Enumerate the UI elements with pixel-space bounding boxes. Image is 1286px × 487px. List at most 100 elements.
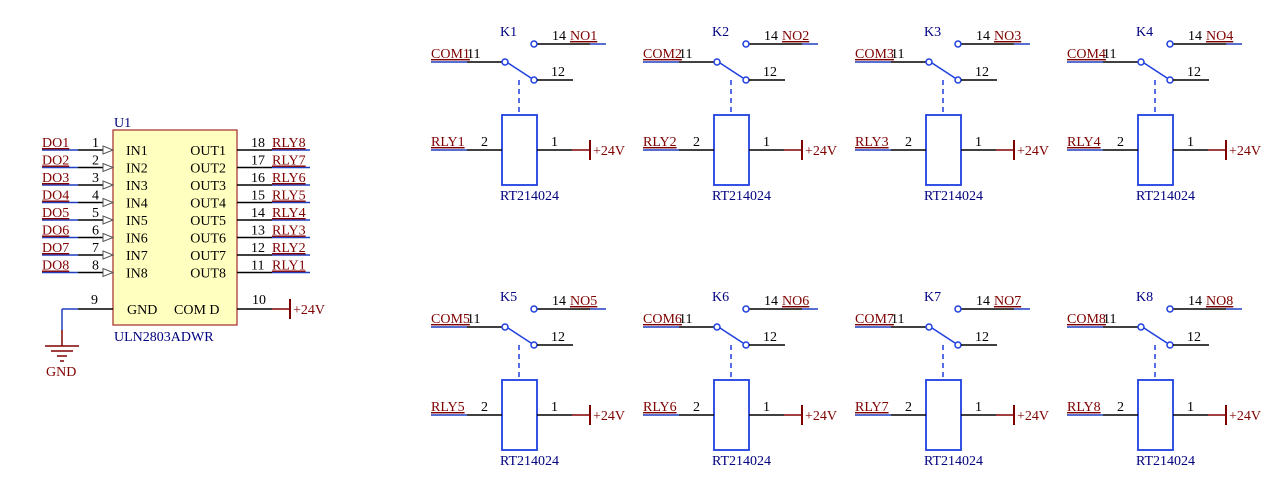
input-pin-number: 4: [92, 189, 99, 204]
com-pin-number: 11: [1103, 47, 1116, 62]
input-net-label: DO4: [42, 189, 69, 204]
input-pin-name: IN8: [126, 267, 148, 282]
switch-arm: [719, 62, 744, 79]
output-pin-name: OUT8: [190, 267, 226, 282]
nc-pin-number: 12: [551, 65, 565, 80]
input-pin-number: 2: [92, 154, 99, 169]
no-net-label: NO2: [782, 29, 809, 44]
relay-part-number: RT214024: [1136, 454, 1195, 469]
output-pin-number: 13: [251, 224, 265, 239]
relay-coil[interactable]: [713, 379, 750, 451]
input-arrow-icon: [102, 232, 115, 243]
relay-coil[interactable]: [925, 379, 962, 451]
relay-designator: K4: [1136, 25, 1153, 40]
com-net-label: COM7: [855, 312, 894, 327]
nc-pin-number: 12: [975, 65, 989, 80]
no-net-label: NO3: [994, 29, 1021, 44]
coil-pin-a-number: 2: [693, 135, 700, 150]
relay-coil[interactable]: [925, 114, 962, 186]
input-pin-name: IN6: [126, 232, 148, 247]
nc-pin-number: 12: [1187, 330, 1201, 345]
coil-pin-b-number: 1: [1187, 135, 1194, 150]
coil-net-label: RLY5: [431, 400, 465, 415]
nc-contact-icon: [742, 76, 750, 84]
output-pin-number: 14: [251, 206, 265, 221]
com-power-label: +24V: [293, 303, 325, 318]
relay-coil[interactable]: [713, 114, 750, 186]
nc-pin-number: 12: [551, 330, 565, 345]
nc-contact-icon: [742, 341, 750, 349]
power-label: +24V: [1229, 144, 1261, 159]
input-arrow-icon: [102, 267, 115, 278]
com-net-label: COM8: [1067, 312, 1106, 327]
com-contact-icon: [501, 58, 509, 66]
input-arrow-icon: [102, 215, 115, 225]
com-pin-number: 11: [891, 47, 904, 62]
power-label: +24V: [1017, 144, 1049, 159]
input-pin-number: 1: [92, 136, 99, 151]
input-pin-number: 5: [92, 206, 99, 221]
com-net-label: COM6: [643, 312, 682, 327]
input-pin-name: IN3: [126, 179, 148, 194]
coil-pin-b-number: 1: [1187, 400, 1194, 415]
no-net-label: NO8: [1206, 294, 1233, 309]
input-net-label: DO2: [42, 154, 69, 169]
nc-contact-icon: [530, 341, 538, 349]
coil-pin-b-number: 1: [975, 400, 982, 415]
input-arrow-icon: [102, 145, 115, 155]
relay-coil[interactable]: [1137, 114, 1174, 186]
output-net-label: RLY2: [272, 241, 306, 256]
com-contact-icon: [1137, 58, 1145, 66]
relay-coil[interactable]: [1137, 379, 1174, 451]
no-pin-number: 14: [552, 29, 566, 44]
relay-designator: K7: [924, 290, 941, 305]
no-net-label: NO1: [570, 29, 597, 44]
relay-coil[interactable]: [501, 379, 538, 451]
coil-pin-a-number: 2: [1117, 135, 1124, 150]
coil-pin-a-number: 2: [481, 400, 488, 415]
nc-contact-icon: [1166, 76, 1174, 84]
output-pin-number: 12: [251, 241, 265, 256]
relay-part-number: RT214024: [712, 189, 771, 204]
output-pin-number: 17: [251, 154, 265, 169]
input-pin-name: IN2: [126, 162, 148, 177]
nc-contact-icon: [954, 76, 962, 84]
coil-net-label: RLY1: [431, 135, 465, 150]
switch-arm: [507, 327, 532, 344]
com-net-label: COM1: [431, 47, 470, 62]
nc-contact-icon: [954, 341, 962, 349]
driver-ic-body[interactable]: [112, 129, 238, 326]
switch-arm: [931, 62, 956, 79]
no-pin-number: 14: [1188, 294, 1202, 309]
com-pin-number: 11: [1103, 312, 1116, 327]
output-net-label: RLY4: [272, 206, 306, 221]
relay-designator: K3: [924, 25, 941, 40]
input-pin-number: 6: [92, 224, 99, 239]
switch-arm: [719, 327, 744, 344]
coil-net-label: RLY4: [1067, 135, 1101, 150]
relay-designator: K6: [712, 290, 729, 305]
input-pin-name: IN7: [126, 249, 148, 264]
input-arrow-icon: [102, 197, 115, 208]
relay-coil[interactable]: [501, 114, 538, 186]
relay-part-number: RT214024: [500, 189, 559, 204]
